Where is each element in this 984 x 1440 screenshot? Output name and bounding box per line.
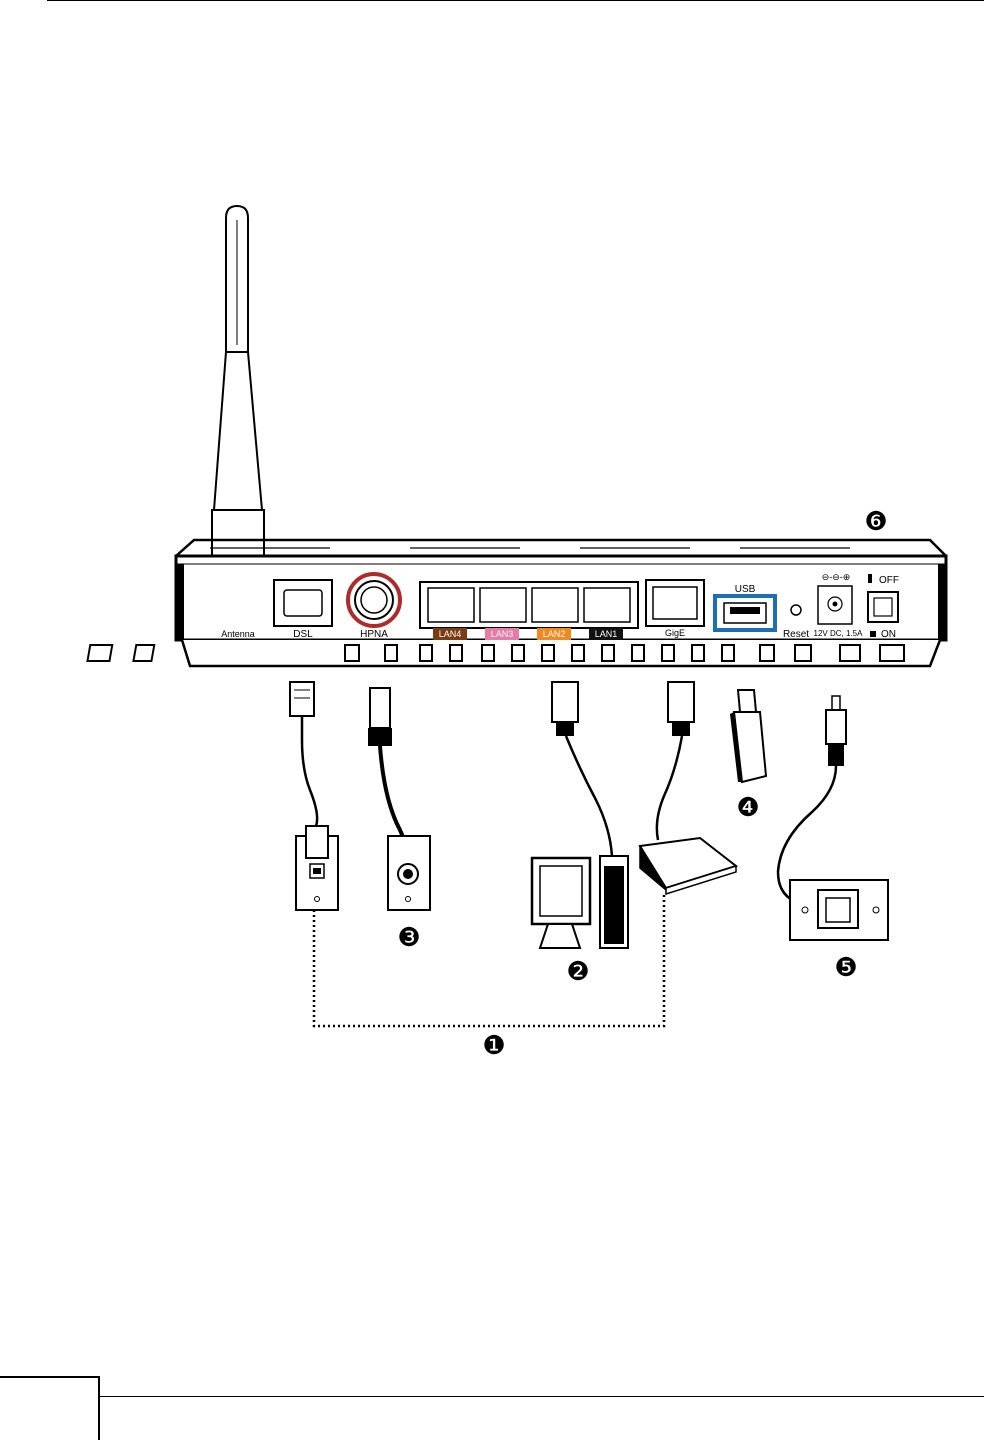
router-connection-diagram: DSL HPNA LAN4 LAN3 LAN2 LAN1 GigE USB Re… (0, 0, 984, 1380)
phone-wall-jack (296, 826, 338, 910)
callout-2: ❷ (566, 956, 589, 986)
power-jack: ⊖-⊖-⊕ (818, 572, 852, 624)
power-outlet (790, 880, 888, 940)
usb-stick-icon (730, 690, 766, 782)
power-rating-label: 12V DC, 1.5A (814, 629, 864, 638)
callout-1: ❶ (482, 1030, 505, 1060)
on-label: ON (881, 629, 896, 640)
hpna-label: HPNA (360, 629, 388, 640)
phone-cable (290, 682, 317, 826)
callout-3: ❸ (397, 922, 420, 952)
hpna-port (348, 574, 400, 626)
lan3-label: LAN3 (491, 629, 514, 639)
reset-label: Reset (783, 629, 809, 640)
lan4-label: LAN4 (439, 629, 462, 639)
lan2-label: LAN2 (543, 629, 566, 639)
gige-port (646, 580, 704, 626)
callout-4: ❹ (736, 792, 759, 822)
reset-button (791, 605, 801, 615)
network-switch-icon (640, 838, 736, 894)
page-number-box (0, 1376, 100, 1440)
dsl-port (274, 580, 332, 626)
callout-5: ❺ (834, 952, 857, 982)
antenna-label: Antenna (221, 629, 255, 639)
ethernet-cable-computer (552, 682, 612, 856)
computer-icon (532, 856, 628, 948)
coax-wall-jack (388, 836, 430, 910)
lan1-label: LAN1 (595, 629, 618, 639)
usb-label: USB (735, 584, 756, 595)
callout-6: ❻ (864, 506, 887, 536)
off-label: OFF (879, 575, 899, 586)
lan-ports (420, 582, 638, 628)
ethernet-cable-switch (657, 682, 694, 840)
footer-rule (0, 1396, 984, 1397)
svg-text:⊖-⊖-⊕: ⊖-⊖-⊕ (822, 572, 851, 582)
power-adapter (778, 696, 846, 906)
dsl-label: DSL (293, 629, 313, 640)
gige-label: GigE (665, 628, 685, 638)
